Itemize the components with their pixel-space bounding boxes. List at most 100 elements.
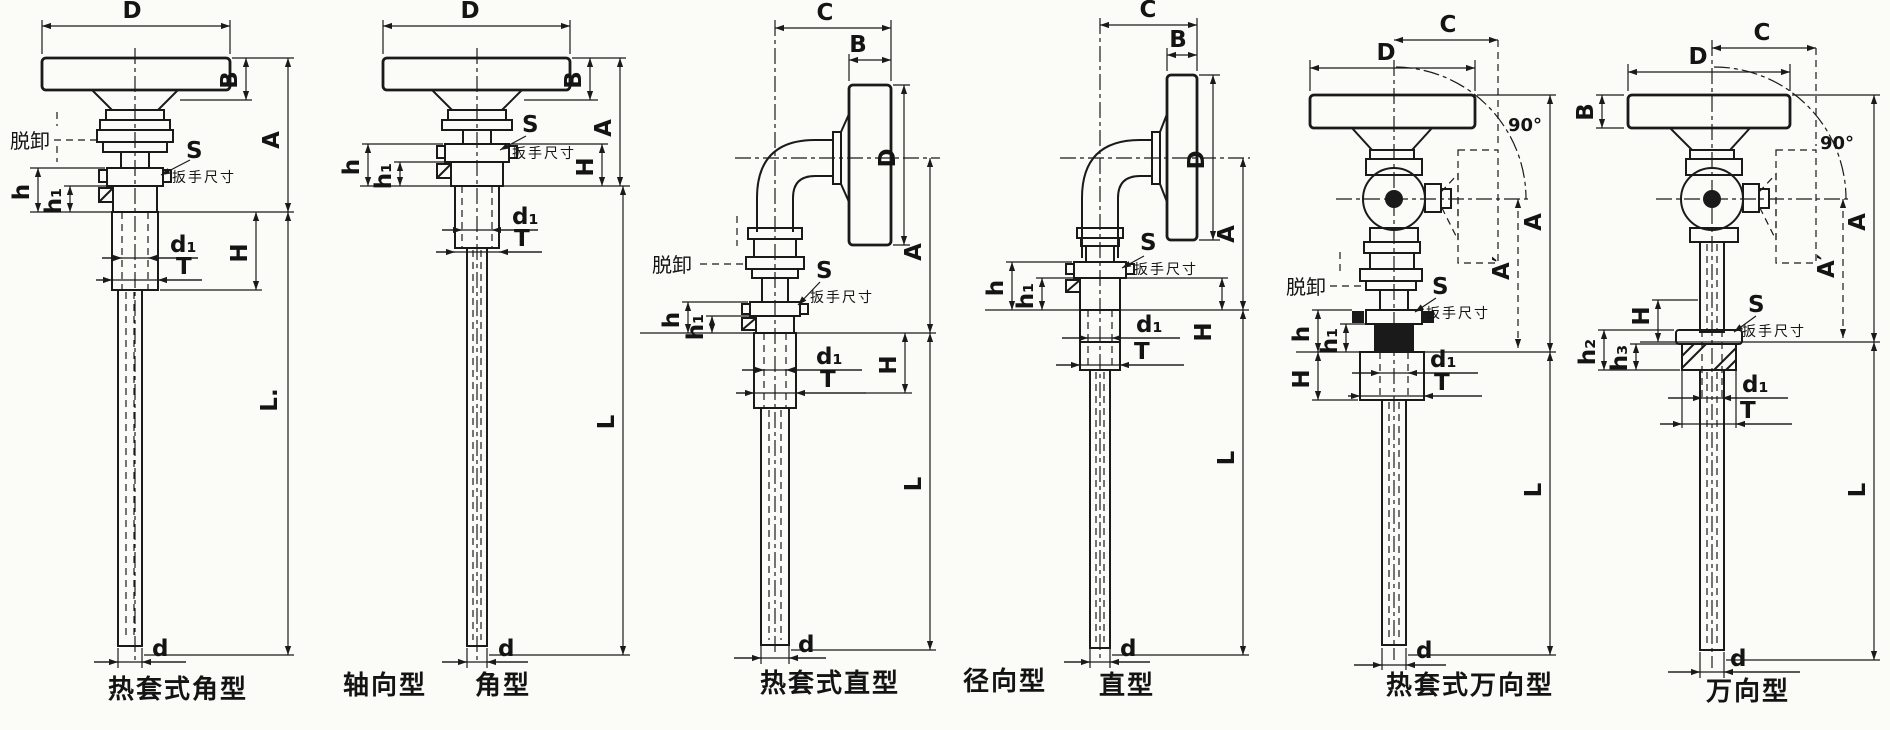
fig6-dim-S-label: S <box>1748 292 1765 318</box>
fig1-dim-d-label: d <box>152 636 168 662</box>
fig5-dim-h1-label: h₁ <box>1317 328 1343 354</box>
fig1-dim-L-label: L. <box>257 388 283 411</box>
fig4-wrench-size-label: 扳手尺寸 <box>1134 262 1198 278</box>
fig3-outline <box>735 20 940 652</box>
fig1-dim-h-label: h <box>9 184 35 200</box>
fig5-dim-A-label: A <box>1521 213 1547 231</box>
fig5-dim-S-label: S <box>1432 274 1449 300</box>
fig2-wrench-size-label: 扳手尺寸 <box>512 146 576 162</box>
fig6-dim-A-label: A <box>1845 213 1871 231</box>
fig5-dim-H-label: H <box>1289 369 1315 388</box>
fig5-dim-d1-label: d₁ <box>1430 347 1457 373</box>
fig5-detach-label: 脱卸 <box>1286 275 1326 299</box>
fig2-dim-A-label: A <box>591 119 617 137</box>
fig5-outline <box>1308 60 1532 660</box>
fig1-dim-T-label: T <box>176 254 192 280</box>
fig5-dim-h-label: h <box>1289 326 1315 342</box>
fig6-dim-B-label: B <box>1573 103 1599 121</box>
fig4-outline <box>1060 18 1250 660</box>
fig3-dim-S-label: S <box>816 258 833 284</box>
fig6-dim-H-label: H <box>1629 306 1655 325</box>
fig2-dim-d-label: d <box>498 636 514 662</box>
fig4-dim-C-label: C <box>1140 0 1157 23</box>
fig4-dim-S-label: S <box>1140 230 1157 256</box>
fig4-dim-d-label: d <box>1120 636 1136 662</box>
fig3-dim-h-label: h <box>659 312 685 328</box>
fig2-caption-angle: 角型 <box>475 670 531 701</box>
fig1-dim-B-label: B <box>217 71 243 89</box>
fig1-dim-A-label: A <box>259 131 285 149</box>
fig6-dim-d-label: d <box>1730 646 1746 672</box>
fig4-dim-T-label: T <box>1134 339 1150 365</box>
fig3-dim-h1-label: h₁ <box>683 314 709 340</box>
fig1-dim-H-label: H <box>227 243 253 262</box>
fig6-dim-C-label: C <box>1754 20 1771 46</box>
fig3-dim-A-label: A <box>901 243 927 261</box>
fig1-dimension-lines <box>30 20 294 668</box>
fig3-dim-d-label: d <box>798 632 814 658</box>
fig3-dim-L-label: L <box>901 476 927 491</box>
fig3-dim-d1-label: d₁ <box>816 344 843 370</box>
fig4-caption-radial: 径向型 <box>963 666 1047 697</box>
fig2-dim-B-label: B <box>561 71 587 89</box>
fig5-wrench-size-label: 扳手尺寸 <box>1426 306 1490 322</box>
fig5-dimension-lines <box>1296 36 1556 670</box>
figure-thermowell-universal-type: D C 90° A A′ 脱卸 S 扳手尺寸 h h₁ H d₁ T L d 热… <box>1286 12 1556 701</box>
fig4-dim-h-label: h <box>983 280 1009 296</box>
figure-thermowell-angle-type: D B A L. H h h₁ 脱卸 S 扳手尺寸 d₁ T d 热套式角型 <box>9 0 294 705</box>
fig2-dim-T-label: T <box>514 226 530 252</box>
fig4-dim-L-label: L <box>1214 450 1240 465</box>
fig1-outline <box>40 48 232 662</box>
fig2-dim-S-label: S <box>522 112 539 138</box>
fig2-dim-h-label: h <box>339 159 365 175</box>
fig4-caption-straight: 直型 <box>1099 671 1155 701</box>
fig5-dim-A-prime-label: A′ <box>1489 256 1515 280</box>
fig4-dim-B-label: B <box>1169 27 1187 53</box>
fig6-angle-90-label: 90° <box>1820 133 1854 154</box>
fig5-dim-C-label: C <box>1440 12 1457 38</box>
fig6-outline <box>1626 40 1852 668</box>
fig3-dim-H-label: H <box>876 355 902 374</box>
fig5-dim-d-label: d <box>1416 638 1432 664</box>
fig1-dim-h1-label: h₁ <box>41 188 67 214</box>
fig4-dimension-lines <box>985 18 1249 668</box>
fig3-dim-T-label: T <box>820 367 836 393</box>
fig6-dimension-lines <box>1596 44 1880 678</box>
fig3-dim-B-label: B <box>849 32 867 58</box>
fig1-dim-d1-label: d₁ <box>170 232 197 258</box>
fig6-dim-h2-label: h₂ <box>1575 339 1601 365</box>
fig4-dim-d1-label: d₁ <box>1136 312 1163 338</box>
fig2-dim-H-label: H <box>573 157 599 176</box>
fig2-dim-L-label: L <box>594 414 620 429</box>
fig4-dim-h1-label: h₁ <box>1013 283 1039 309</box>
fig2-caption-axial: 轴向型 <box>343 670 427 701</box>
fig5-angle-90-label: 90° <box>1508 115 1542 136</box>
fig6-dim-h3-label: h₃ <box>1607 345 1633 371</box>
fig5-caption: 热套式万向型 <box>1386 670 1554 701</box>
fig6-caption: 万向型 <box>1706 676 1790 707</box>
fig6-dim-d1-label: d₁ <box>1742 372 1769 398</box>
fig4-dim-H-label: H <box>1191 322 1217 341</box>
fig3-wrench-size-label: 扳手尺寸 <box>810 290 874 306</box>
figure-universal-type: C D B 90° A A′ H S 扳手尺寸 h₂ h₃ d₁ T L d 万… <box>1573 20 1880 707</box>
fig6-wrench-size-label: 扳手尺寸 <box>1742 324 1806 340</box>
figure-axial-angle-type: D B A H h h₁ S 扳手尺寸 d₁ T L d 轴向型 角型 <box>339 0 630 701</box>
fig2-outline <box>381 48 572 662</box>
fig6-dim-A-prime-label: A′ <box>1814 254 1840 278</box>
fig3-detach-label: 脱卸 <box>652 253 692 277</box>
fig6-dim-L-label: L <box>1845 482 1871 497</box>
figure-thermowell-straight-type: C B D A 脱卸 S 扳手尺寸 h h₁ d₁ T H L d 热套式直型 <box>640 0 940 699</box>
fig4-dim-A-label: A <box>1214 225 1240 243</box>
fig3-dim-D-label: D <box>875 148 901 167</box>
fig3-dim-C-label: C <box>817 0 834 26</box>
fig3-caption: 热套式直型 <box>760 669 900 699</box>
figure-radial-straight-type: C B D A S 扳手尺寸 h h₁ H d₁ T L d 径向型 直型 <box>963 0 1250 701</box>
fig5-dim-T-label: T <box>1434 370 1450 396</box>
fig2-dim-D-label: D <box>460 0 479 24</box>
fig2-dim-d1-label: d₁ <box>512 204 539 230</box>
fig2-dimension-lines <box>360 20 630 668</box>
fig1-dim-S-label: S <box>186 138 203 164</box>
fig1-detach-label: 脱卸 <box>10 129 50 153</box>
